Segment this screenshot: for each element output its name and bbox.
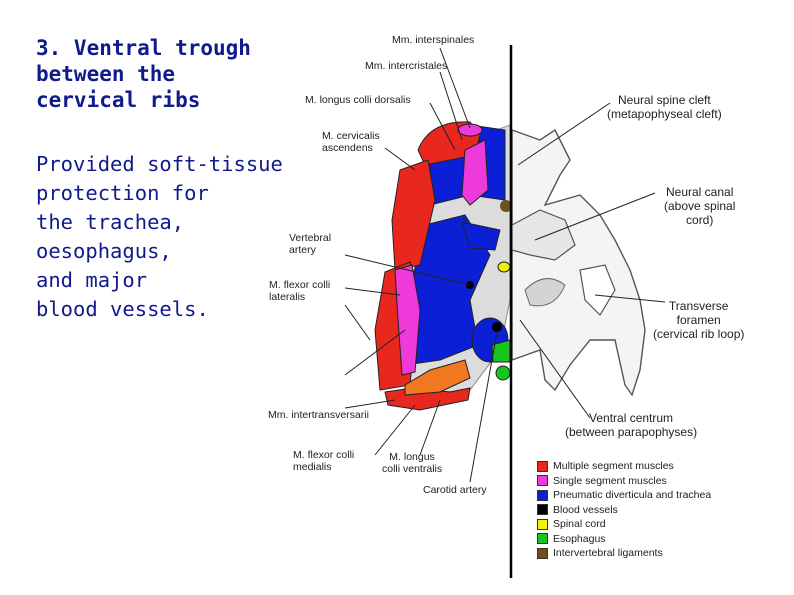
label-longus-dorsalis: M. longus colli dorsalis — [305, 94, 411, 106]
legend-label: Intervertebral ligaments — [553, 547, 663, 560]
legend-item: Multiple segment muscles — [537, 459, 711, 474]
label-interspinales: Mm. interspinales — [392, 34, 475, 46]
bone-shading — [524, 278, 566, 307]
legend-swatch — [537, 547, 548, 559]
label-intertransversarii: Mm. intertransversarii — [268, 409, 369, 421]
label-cervicalis: M. cervicalis ascendens — [322, 130, 380, 154]
legend-label: Esophagus — [553, 532, 606, 545]
leader-lines — [344, 47, 666, 483]
label-ventral-centrum: Ventral centrum (between parapophyses) — [565, 411, 698, 439]
legend-label: Spinal cord — [553, 518, 606, 531]
vertebra-bone-drawing — [511, 128, 646, 397]
legend-swatch — [537, 504, 548, 516]
pneumatic-diverticula-small — [461, 221, 501, 251]
muscle-intercristales — [461, 139, 489, 206]
legend-item: Intervertebral ligaments — [537, 546, 711, 561]
muscle-cervicalis — [391, 159, 436, 271]
slide-body-text: Provided soft-tissue protection for the … — [36, 152, 283, 321]
legend-swatch — [537, 533, 548, 545]
legend-swatch — [537, 489, 548, 501]
ligament-mark — [500, 200, 512, 212]
legend-item: Spinal cord — [537, 517, 711, 532]
label-vertebral-artery: Vertebral artery — [289, 232, 332, 256]
label-flexor-lateralis: M. flexor colli lateralis — [269, 279, 331, 303]
legend-item: Pneumatic diverticula and trachea — [537, 488, 711, 503]
legend-item: Single segment muscles — [537, 474, 711, 489]
legend-label: Pneumatic diverticula and trachea — [553, 489, 712, 502]
neural-canal-outline — [511, 209, 576, 261]
label-flexor-medialis: M. flexor colli medialis — [293, 449, 355, 473]
muscle-intertransversarii — [394, 264, 421, 376]
spinal-cord-mark — [497, 261, 511, 273]
legend-label: Single segment muscles — [553, 474, 667, 487]
legend: Multiple segment muscles Single segment … — [537, 459, 711, 561]
label-neural-spine-cleft: Neural spine cleft (metapophyseal cleft) — [607, 93, 722, 121]
label-transverse-foramen: Transverse foramen (cervical rib loop) — [653, 299, 745, 341]
label-longus-ventralis: M. longus colli ventralis — [382, 451, 443, 475]
legend-swatch — [537, 460, 548, 472]
muscle-interspinales — [457, 123, 483, 137]
label-intercristales: Mm. intercristales — [365, 60, 448, 72]
legend-item: Blood vessels — [537, 503, 711, 518]
legend-label: Multiple segment muscles — [553, 460, 674, 473]
transverse-foramen-outline — [579, 264, 616, 316]
esophagus-small — [495, 365, 511, 381]
carotid-artery-mark — [492, 322, 502, 332]
legend-swatch — [537, 475, 548, 487]
label-carotid-artery: Carotid artery — [423, 484, 487, 496]
slide-title: 3. Ventral trough between the cervical r… — [36, 36, 251, 112]
legend-swatch — [537, 518, 548, 530]
muscle-longus-ventralis — [404, 359, 471, 396]
label-neural-canal: Neural canal (above spinal cord) — [664, 185, 736, 227]
schematic-half — [374, 121, 512, 411]
legend-label: Blood vessels — [553, 503, 618, 516]
bone-illustration-half — [511, 128, 646, 397]
legend-item: Esophagus — [537, 532, 711, 547]
